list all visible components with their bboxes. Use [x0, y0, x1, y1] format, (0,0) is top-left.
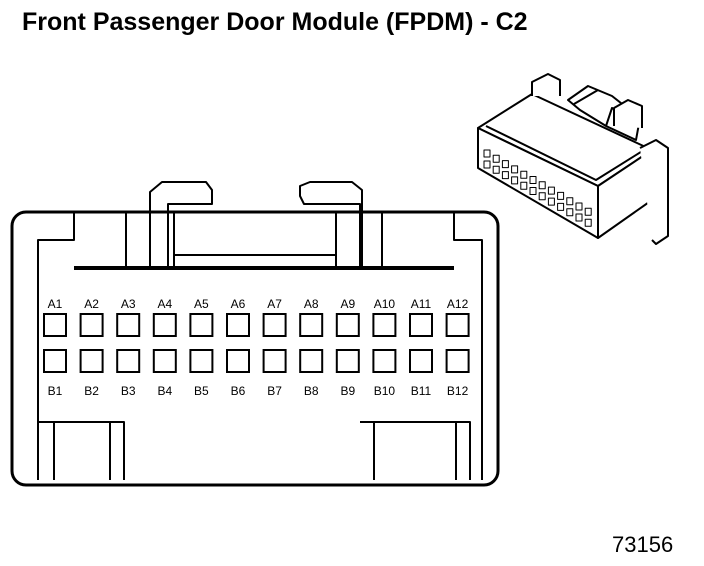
pin-label-b3: B3: [121, 384, 136, 398]
cavity-3d: [566, 208, 574, 217]
terminal-cavity-a6: [226, 313, 250, 337]
cavity-3d: [529, 176, 537, 184]
pin-label-b12: B12: [447, 384, 469, 398]
terminal-cavity-a11: [409, 313, 433, 337]
housing-top-ridge: [485, 125, 645, 181]
page-title: Front Passenger Door Module (FPDM) - C2: [22, 8, 528, 36]
cavity-3d: [584, 218, 592, 227]
pin-label-b4: B4: [157, 384, 172, 398]
pin-label-a12: A12: [447, 297, 469, 311]
terminal-cavity-a3: [116, 313, 141, 337]
cavity-3d: [520, 181, 528, 190]
terminal-cavity-a8: [299, 313, 324, 337]
row-b-terminals: B1 B2 B3 B4 B5 B6 B7 B8 B9 B10 B11 B12: [43, 349, 470, 398]
top-post-left: [531, 73, 561, 96]
terminal-cavity-a4: [152, 313, 177, 337]
pin-label-b7: B7: [267, 384, 282, 398]
pin-label-b2: B2: [84, 384, 99, 398]
cavity-3d: [529, 187, 537, 195]
pin-label-b8: B8: [304, 384, 319, 398]
terminal-cavity-a10: [372, 313, 397, 337]
pin-label-a5: A5: [194, 297, 209, 311]
center-key: [173, 254, 337, 268]
terminal-cavity-b7: [262, 349, 287, 373]
terminal-cavity-b9: [335, 349, 360, 373]
cavity-3d: [575, 213, 583, 222]
cavity-3d: [538, 181, 546, 190]
terminal-cavity-a7: [262, 313, 287, 337]
pin-label-a6: A6: [231, 297, 246, 311]
terminal-cavity-a9: [335, 313, 360, 337]
top-post-right: [613, 99, 643, 128]
cavity-3d: [557, 202, 565, 211]
cavity-3d: [511, 176, 519, 185]
cavity-3d: [520, 170, 528, 179]
terminal-cavity-b8: [299, 349, 324, 373]
terminal-cavity-a1: [43, 313, 67, 337]
terminal-cavity-b4: [152, 349, 177, 373]
pin-label-a11: A11: [411, 297, 432, 311]
pin-label-b11: B11: [411, 384, 432, 398]
cavity-3d: [483, 160, 491, 169]
pin-label-b5: B5: [194, 384, 209, 398]
pin-label-a4: A4: [157, 297, 172, 311]
terminal-cavity-b11: [409, 349, 433, 373]
terminal-cavity-a5: [189, 313, 214, 337]
terminal-cavity-a12: [445, 313, 470, 337]
cavity-3d: [547, 186, 555, 195]
terminal-cavity-b5: [189, 349, 214, 373]
cavity-grid-3d: [483, 149, 592, 227]
right-bottom-lock: [360, 421, 471, 480]
terminal-cavity-b6: [226, 349, 250, 373]
cavity-3d: [501, 171, 509, 180]
terminal-cavity-b10: [372, 349, 397, 373]
cavity-3d: [501, 160, 509, 169]
terminal-cavity-b12: [445, 349, 470, 373]
terminal-cavity-b2: [79, 349, 104, 373]
terminal-cavity-a2: [79, 313, 104, 337]
row-a-terminals: A1 A2 A3 A4 A5 A6 A7 A8 A9 A10 A11 A12: [43, 297, 470, 337]
side-latch: [639, 139, 669, 245]
cavity-3d: [538, 192, 546, 201]
pin-label-a3: A3: [121, 297, 136, 311]
pin-label-b6: B6: [231, 384, 246, 398]
pin-label-a10: A10: [374, 297, 396, 311]
terminal-cavity-b3: [116, 349, 141, 373]
cavity-3d: [492, 154, 500, 163]
cavity-3d: [557, 191, 565, 200]
cavity-3d: [584, 207, 592, 216]
terminal-cavity-b1: [43, 349, 67, 373]
pin-label-a1: A1: [48, 297, 63, 311]
cavity-3d: [575, 202, 583, 211]
connector-inner-shell: [37, 212, 483, 480]
pin-label-a8: A8: [304, 297, 319, 311]
pin-label-a9: A9: [340, 297, 355, 311]
right-latch: [299, 181, 363, 268]
left-latch: [149, 181, 213, 268]
cavity-3d: [492, 165, 500, 174]
connector-face: [10, 181, 500, 487]
connector-outer-shell: [10, 210, 500, 487]
cavity-3d: [483, 149, 491, 158]
pin-label-a2: A2: [84, 297, 99, 311]
pin-label-b10: B10: [374, 384, 396, 398]
pin-label-b9: B9: [340, 384, 355, 398]
pin-label-a7: A7: [267, 297, 282, 311]
connector-3d-illustration: [477, 73, 669, 245]
cavity-3d: [511, 165, 519, 174]
cavity-3d: [566, 197, 574, 206]
left-bottom-lock: [38, 421, 125, 480]
figure-number: 73156: [612, 532, 674, 557]
pin-label-b1: B1: [48, 384, 63, 398]
cavity-3d: [547, 197, 555, 206]
